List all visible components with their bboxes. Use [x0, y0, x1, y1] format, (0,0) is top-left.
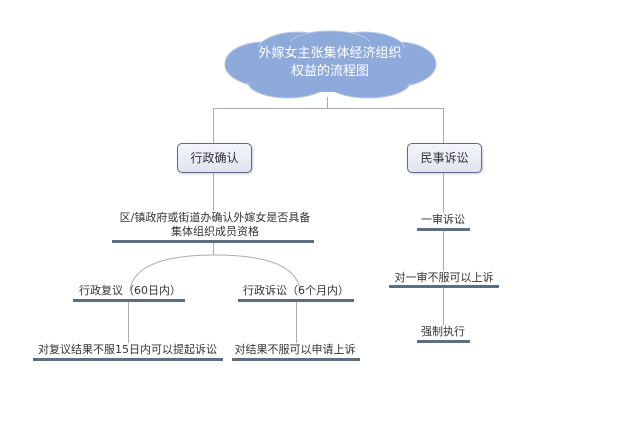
underline — [417, 340, 470, 343]
fork-arc — [129, 254, 301, 290]
review-result-appeal: 对复议结果不服15日内可以提起诉讼 — [38, 343, 217, 356]
connector — [213, 108, 443, 109]
underline — [33, 358, 223, 361]
litigation-result-appeal: 对结果不服可以申请上诉 — [234, 343, 356, 356]
connector — [296, 302, 297, 343]
step-line1: 区/镇政府或街道办确认外嫁女是否具备 — [119, 211, 311, 224]
connector — [327, 97, 328, 108]
connector — [443, 108, 444, 143]
connector — [128, 302, 129, 343]
underline — [112, 240, 314, 243]
enforcement: 强制执行 — [421, 325, 465, 338]
underline — [417, 228, 470, 231]
connector — [443, 288, 444, 325]
root-title: 外嫁女主张集体经济组织 权益的流程图 — [230, 45, 430, 81]
connector — [443, 231, 444, 271]
branch-admin-confirmation[interactable]: 行政确认 — [177, 143, 252, 173]
appeal-first-instance: 对一审不服可以上诉 — [394, 271, 494, 284]
connector — [443, 173, 444, 213]
underline — [232, 358, 360, 361]
step-line2: 集体组织成员资格 — [171, 225, 259, 238]
connector — [213, 173, 214, 211]
root-cloud-shape — [224, 30, 437, 99]
admin-litigation: 行政诉讼（6个月内） — [243, 284, 349, 297]
first-instance: 一审诉讼 — [421, 213, 465, 226]
admin-confirm-step: 区/镇政府或街道办确认外嫁女是否具备 集体组织成员资格 — [100, 211, 330, 239]
root-title-line2: 权益的流程图 — [290, 64, 369, 79]
root-title-line1: 外嫁女主张集体经济组织 — [258, 46, 402, 61]
branch-civil-litigation[interactable]: 民事诉讼 — [407, 143, 482, 173]
underline — [73, 299, 185, 302]
underline — [389, 285, 499, 288]
admin-review: 行政复议（60日内） — [79, 284, 181, 297]
connector — [213, 108, 214, 143]
connector — [213, 243, 214, 255]
underline — [238, 299, 354, 302]
